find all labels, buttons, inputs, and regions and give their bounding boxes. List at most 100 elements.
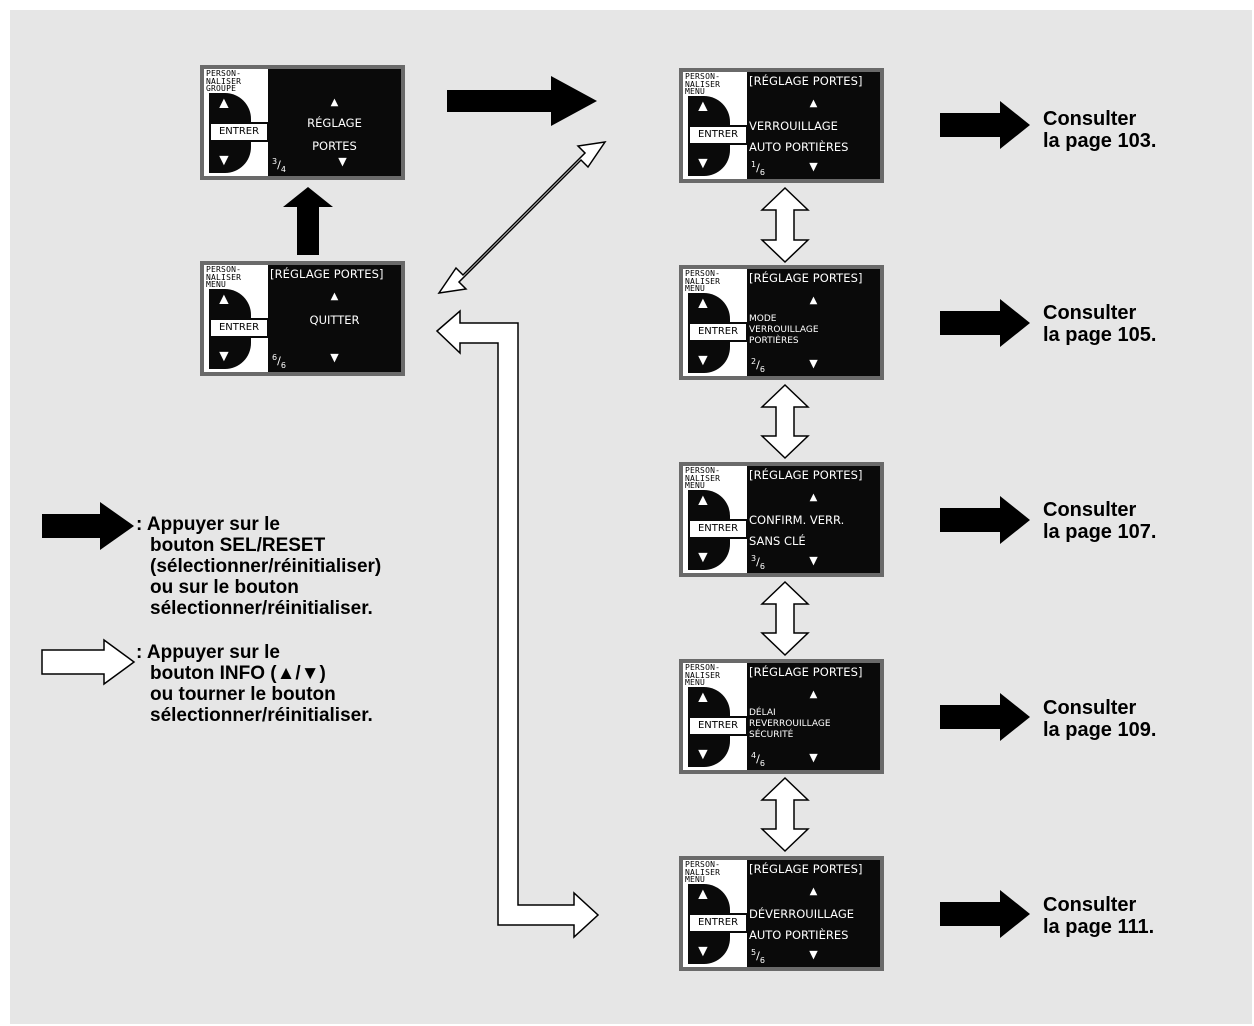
black-ref-arrows bbox=[940, 101, 1030, 938]
display-line: REVERROUILLAGE bbox=[749, 719, 831, 729]
enter-button: ENTRER bbox=[688, 716, 748, 736]
control-block: ▲ ENTRER ▼ bbox=[688, 884, 748, 964]
page-indicator: 2/6 bbox=[751, 357, 765, 374]
control-block: ▲ ENTRER ▼ bbox=[688, 96, 748, 176]
display-line: CONFIRM. VERR. bbox=[749, 513, 845, 527]
enter-button: ENTRER bbox=[688, 125, 748, 145]
display-line: VERROUILLAGE bbox=[749, 119, 838, 133]
display-line: PORTES bbox=[312, 139, 357, 153]
up-button-icon: ▲ bbox=[695, 98, 711, 115]
page-indicator: 1/6 bbox=[751, 160, 765, 177]
control-block: ▲ ENTRER ▼ bbox=[688, 490, 748, 570]
up-indicator-icon: ▲ bbox=[809, 886, 818, 897]
up-indicator-icon: ▲ bbox=[809, 295, 818, 306]
display-header: [RÉGLAGE PORTES] bbox=[749, 862, 863, 876]
white-diagonal-arrow bbox=[437, 141, 607, 294]
down-indicator-icon: ▼ bbox=[809, 357, 818, 370]
white-updown-arrows bbox=[760, 186, 810, 853]
display-line: MODE bbox=[749, 314, 777, 324]
display-line: AUTO PORTIÈRES bbox=[749, 928, 849, 942]
up-indicator-icon: ▲ bbox=[330, 97, 339, 108]
page-indicator: 3/6 bbox=[751, 554, 765, 571]
down-indicator-icon: ▼ bbox=[809, 751, 818, 764]
up-button-icon: ▲ bbox=[216, 95, 232, 112]
down-indicator-icon: ▼ bbox=[809, 948, 818, 961]
down-indicator-icon: ▼ bbox=[338, 155, 347, 168]
control-block: ▲ ENTRER ▼ bbox=[209, 93, 269, 173]
page-indicator: 5/6 bbox=[751, 948, 765, 965]
page-indicator: 3/4 bbox=[272, 157, 286, 174]
display-line: PORTIÈRES bbox=[749, 336, 799, 346]
down-button-icon: ▼ bbox=[695, 155, 711, 172]
page-indicator: 4/6 bbox=[751, 751, 765, 768]
enter-button: ENTRER bbox=[688, 322, 748, 342]
enter-button: ENTRER bbox=[209, 122, 269, 142]
down-button-icon: ▼ bbox=[695, 943, 711, 960]
down-button-icon: ▼ bbox=[216, 152, 232, 169]
screen-display: [RÉGLAGE PORTES] ▲ MODE VERROUILLAGE POR… bbox=[747, 269, 880, 376]
up-indicator-icon: ▲ bbox=[809, 492, 818, 503]
screen-display: ▲ RÉGLAGE PORTES ▼ 3/4 bbox=[268, 69, 401, 176]
black-arrow-group-to-menu bbox=[447, 76, 597, 126]
down-button-icon: ▼ bbox=[695, 746, 711, 763]
legend-white-arrow-icon bbox=[41, 638, 136, 686]
down-button-icon: ▼ bbox=[216, 348, 232, 365]
screen-display: [RÉGLAGE PORTES] ▲ QUITTER ▼ 6/6 bbox=[268, 265, 401, 372]
down-button-icon: ▼ bbox=[695, 549, 711, 566]
display-line: QUITTER bbox=[309, 313, 360, 327]
up-indicator-icon: ▲ bbox=[330, 291, 339, 302]
control-block: ▲ ENTRER ▼ bbox=[688, 687, 748, 767]
display-header: [RÉGLAGE PORTES] bbox=[749, 665, 863, 679]
display-line: RÉGLAGE bbox=[307, 116, 362, 130]
display-header: [RÉGLAGE PORTES] bbox=[749, 468, 863, 482]
down-indicator-icon: ▼ bbox=[809, 554, 818, 567]
legend-black-arrow: : Appuyer sur le bouton SEL/RESET (sélec… bbox=[136, 514, 382, 619]
screen-display: [RÉGLAGE PORTES] ▲ CONFIRM. VERR. SANS C… bbox=[747, 466, 880, 573]
down-indicator-icon: ▼ bbox=[809, 160, 818, 173]
display-header: [RÉGLAGE PORTES] bbox=[749, 271, 863, 285]
legend-white-arrow: : Appuyer sur le bouton INFO (▲/▼) ou to… bbox=[136, 642, 373, 726]
display-line: SANS CLÉ bbox=[749, 534, 806, 548]
screen-display: [RÉGLAGE PORTES] ▲ DÉVERROUILLAGE AUTO P… bbox=[747, 860, 880, 967]
display-header: [RÉGLAGE PORTES] bbox=[270, 267, 384, 281]
enter-button: ENTRER bbox=[688, 519, 748, 539]
page-indicator: 6/6 bbox=[272, 353, 286, 370]
down-indicator-icon: ▼ bbox=[330, 351, 339, 364]
white-loop-arrow bbox=[435, 309, 600, 939]
display-line: VERROUILLAGE bbox=[749, 325, 819, 335]
display-line: DÉVERROUILLAGE bbox=[749, 907, 855, 921]
screen-display: [RÉGLAGE PORTES] ▲ VERROUILLAGE AUTO POR… bbox=[747, 72, 880, 179]
control-block: ▲ ENTRER ▼ bbox=[209, 289, 269, 369]
control-block: ▲ ENTRER ▼ bbox=[688, 293, 748, 373]
screen-display: [RÉGLAGE PORTES] ▲ DÉLAI REVERROUILLAGE … bbox=[747, 663, 880, 770]
up-button-icon: ▲ bbox=[216, 291, 232, 308]
display-line: SÉCURITÉ bbox=[749, 730, 794, 740]
up-indicator-icon: ▲ bbox=[809, 98, 818, 109]
legend-black-arrow-icon bbox=[42, 502, 134, 550]
display-header: [RÉGLAGE PORTES] bbox=[749, 74, 863, 88]
up-button-icon: ▲ bbox=[695, 295, 711, 312]
up-button-icon: ▲ bbox=[695, 689, 711, 706]
black-arrow-quit-to-group bbox=[283, 187, 333, 255]
up-button-icon: ▲ bbox=[695, 492, 711, 509]
display-line: DÉLAI bbox=[749, 708, 776, 718]
